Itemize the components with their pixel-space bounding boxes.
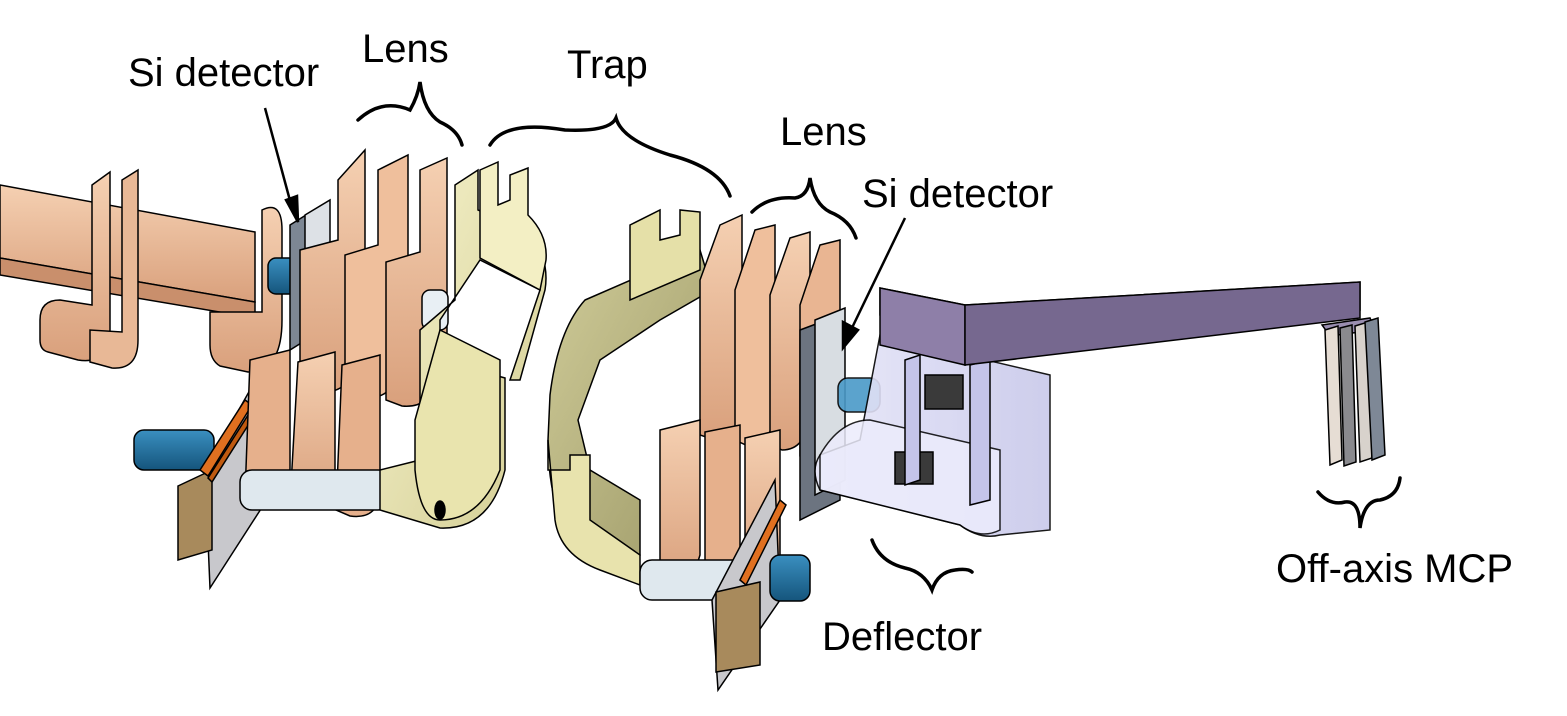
- brace-mcp: [1316, 476, 1402, 529]
- label-lens-right: Lens: [780, 110, 867, 154]
- off-axis-mcp: [1324, 316, 1386, 468]
- brace-deflector: [870, 538, 974, 595]
- left-trap: [379, 160, 547, 529]
- brace-lens-left: [356, 81, 464, 147]
- arrow-si-right-head: [841, 319, 860, 352]
- left-lens-electrodes: [239, 148, 449, 518]
- right-trap: [547, 208, 713, 587]
- label-deflector: Deflector: [822, 615, 983, 659]
- deflector-electrode: [814, 334, 1051, 537]
- arrow-si-left: [263, 107, 294, 209]
- mcp-arm: [879, 281, 1377, 366]
- brace-trap: [488, 112, 732, 198]
- brace-lens-right: [750, 177, 858, 240]
- arrow-si-right: [848, 217, 907, 333]
- arrow-si-left-head: [284, 194, 300, 223]
- label-trap: Trap: [567, 43, 648, 87]
- label-si-detector-right: Si detector: [862, 172, 1054, 216]
- label-off-axis-mcp: Off-axis MCP: [1276, 547, 1514, 591]
- beam-pipe: [0, 168, 283, 373]
- braces: [356, 81, 1402, 595]
- label-lens-left: Lens: [362, 27, 449, 71]
- arrows: [263, 107, 907, 352]
- label-si-detector-left: Si detector: [128, 51, 320, 95]
